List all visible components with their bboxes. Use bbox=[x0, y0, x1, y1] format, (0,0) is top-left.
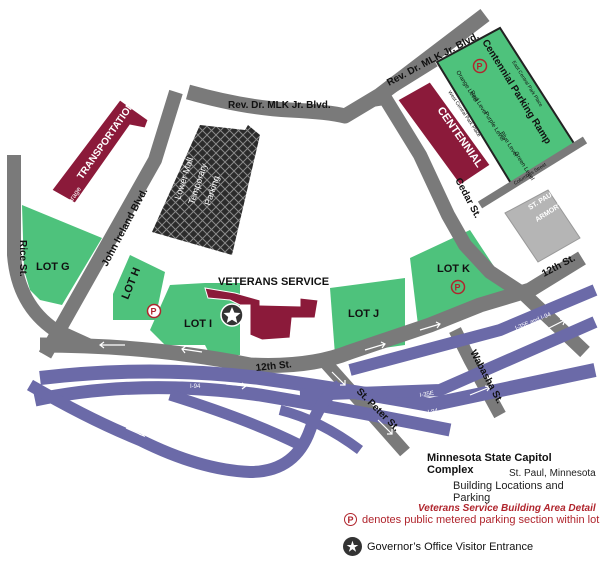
centennial-building[interactable] bbox=[397, 81, 491, 186]
transportation-label: TRANSPORTATION bbox=[75, 100, 137, 182]
twelfth-west-label: 12th St. bbox=[255, 359, 292, 374]
mlk-top-label: Rev. Dr. MLK Jr. Blvd. bbox=[228, 100, 331, 111]
parking-marker-ramp: P bbox=[472, 58, 488, 74]
svg-text:P: P bbox=[455, 283, 461, 293]
transportation-building[interactable] bbox=[51, 99, 149, 204]
twelfth-st-road bbox=[39, 251, 586, 373]
mlk-road bbox=[185, 9, 490, 124]
legend-star-text: Governor’s Office Visitor Entrance bbox=[367, 540, 534, 553]
columbus-road bbox=[477, 136, 588, 209]
svg-text:P: P bbox=[151, 307, 157, 317]
legend-subtitle-2: Building Locations and Parking bbox=[453, 480, 564, 504]
governor-entrance-star-icon[interactable] bbox=[220, 303, 244, 327]
freeway-i35e-i94-upper bbox=[348, 284, 598, 376]
legend-parking-row: P denotes public metered parking section… bbox=[344, 513, 599, 526]
freeway-main bbox=[39, 363, 597, 413]
parking-marker-lot-k: P bbox=[450, 279, 466, 295]
freeway-i94-lower bbox=[33, 381, 452, 437]
lot-g-area[interactable] bbox=[22, 205, 102, 305]
john-ireland-road bbox=[38, 89, 183, 359]
legend-title: Minnesota State Capitol Complex bbox=[427, 452, 552, 476]
star-icon: ★ bbox=[343, 537, 362, 556]
centennial-loop-road bbox=[387, 57, 438, 95]
twelfth-arrows bbox=[99, 321, 441, 435]
svg-text:P: P bbox=[477, 62, 483, 72]
lot-i-label: LOT I bbox=[184, 318, 212, 330]
lower-mall-parking[interactable] bbox=[152, 125, 260, 255]
legend-detail: Veterans Service Building Area Detail bbox=[418, 503, 596, 514]
i35e-label: I-35E bbox=[419, 391, 434, 399]
legend-star-row: ★ Governor’s Office Visitor Entrance bbox=[343, 537, 533, 556]
armory-building[interactable] bbox=[504, 189, 581, 263]
i94-label-a: I-94 bbox=[190, 384, 201, 390]
veterans-label: VETERANS SERVICE bbox=[218, 276, 329, 288]
lot-i-area[interactable] bbox=[150, 283, 240, 355]
lot-g-label: LOT G bbox=[36, 261, 70, 273]
lot-k-area[interactable] bbox=[410, 230, 510, 325]
legend-subtitle: St. Paul, Minnesota bbox=[509, 468, 596, 479]
freeway-ramp-b bbox=[168, 389, 303, 450]
lot-h-area[interactable] bbox=[113, 255, 165, 320]
parking-icon: P bbox=[344, 513, 357, 526]
lot-k-label: LOT K bbox=[437, 263, 470, 275]
freeway-arrows bbox=[91, 318, 566, 461]
lot-j-label: LOT J bbox=[348, 308, 379, 320]
legend-parking-text: denotes public metered parking section w… bbox=[362, 513, 600, 526]
veterans-building[interactable] bbox=[204, 287, 319, 341]
st-peter-road bbox=[320, 357, 410, 457]
freeway-ramp-c bbox=[278, 405, 363, 455]
freeway-i35e bbox=[299, 316, 598, 401]
i94-label-b: I-94 bbox=[427, 408, 439, 416]
cedar-st-label: Cedar St. bbox=[452, 176, 482, 220]
rice-st-label: Rice St. bbox=[17, 240, 28, 277]
parking-marker-lot-h: P bbox=[146, 303, 162, 319]
